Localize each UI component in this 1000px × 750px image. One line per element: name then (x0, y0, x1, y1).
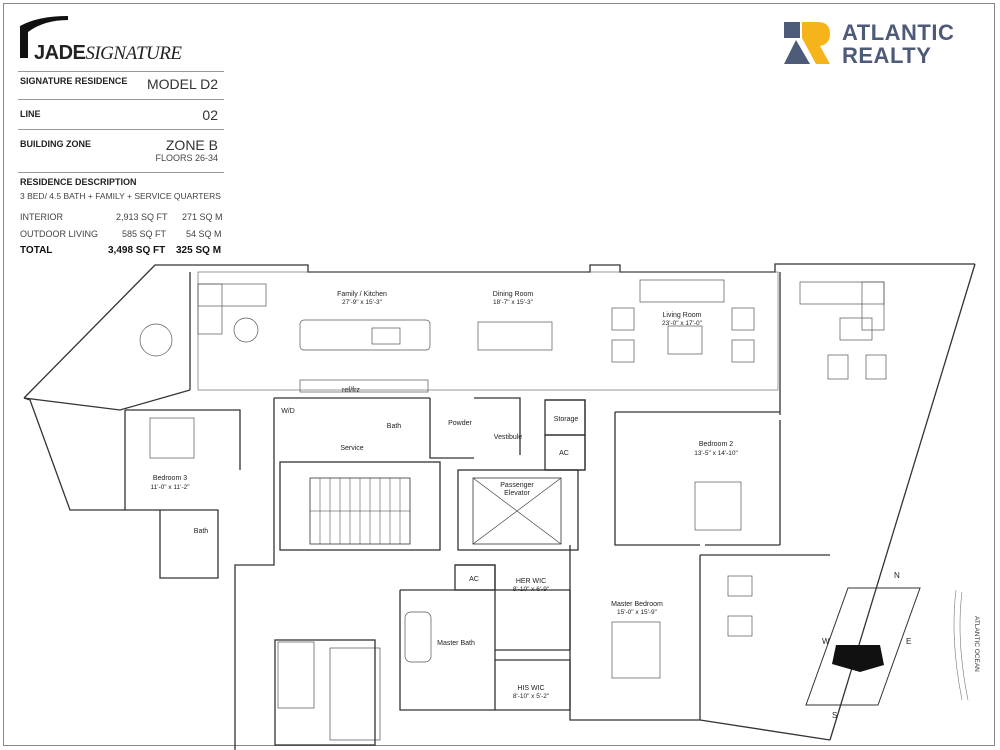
compass-south: S (832, 711, 837, 720)
storage-label: Storage (554, 416, 579, 423)
ac-label-2: AC (469, 576, 479, 583)
elevator-label-1: Passenger (500, 482, 534, 489)
master-bedroom-label: Master Bedroom (611, 601, 663, 608)
elevator-label-2: Elevator (504, 490, 530, 497)
compass-west: W (822, 637, 830, 646)
exterior-wall-top (23, 263, 975, 399)
bedroom2-label: Bedroom 2 (699, 441, 733, 448)
her-wic-label: HER WIC (516, 578, 546, 585)
ac-label: AC (559, 450, 569, 457)
dining-room-label: Dining Room (493, 291, 534, 298)
atlantic-ocean-label: ATLANTIC OCEAN (973, 616, 980, 672)
compass-north: N (894, 571, 900, 580)
service-label: Service (340, 445, 363, 452)
residence-value: MODEL D2 (146, 76, 218, 92)
powder-label: Powder (448, 420, 472, 427)
his-wic-dims: 8'-10" x 5'-2" (513, 693, 550, 700)
zone-row: BUILDING ZONE ZONE B FLOORS 26-34 (18, 129, 224, 175)
his-wic-label: HIS WIC (517, 685, 544, 692)
master-bedroom-dims: 15'-0" x 15'-9" (617, 609, 658, 616)
zone-label: BUILDING ZONE (20, 139, 91, 149)
jade-signature-logo: JADESIGNATURE (18, 14, 224, 66)
jade-brand-text: JADESIGNATURE (34, 42, 182, 64)
bath-label: Bath (387, 423, 402, 430)
ref-label: ref/frz (342, 387, 360, 394)
description-text: 3 BED/ 4.5 BATH + FAMILY + SERVICE QUART… (20, 191, 221, 201)
realty-name-line2: REALTY (842, 43, 932, 68)
compass-site-key: N S W E ATLANTIC OCEAN (805, 571, 980, 720)
jade-swoosh-icon (20, 16, 68, 58)
line-row: LINE 02 (18, 99, 224, 132)
compass-east: E (906, 637, 911, 646)
family-kitchen-label: Family / Kitchen (337, 291, 387, 298)
family-kitchen-dims: 27'-9" x 15'-3" (342, 299, 383, 306)
line-value: 02 (202, 107, 218, 123)
bedroom3-dims: 11'-0" x 11'-2" (150, 484, 190, 491)
living-room-label: Living Room (663, 312, 702, 319)
zone-value: ZONE B (165, 137, 218, 153)
wd-label: W/D (281, 408, 295, 415)
description-row: RESIDENCE DESCRIPTION 3 BED/ 4.5 BATH + … (18, 172, 224, 273)
atlantic-realty-logo: ATLANTIC REALTY (784, 18, 984, 68)
master-bath-label: Master Bath (437, 640, 475, 647)
residence-row: SIGNATURE RESIDENCE MODEL D2 (18, 71, 224, 104)
dining-room-dims: 18'-7" x 15'-3" (493, 299, 534, 306)
description-label: RESIDENCE DESCRIPTION (20, 177, 137, 187)
bedroom3-label: Bedroom 3 (153, 475, 187, 482)
residence-label: SIGNATURE RESIDENCE (20, 76, 128, 86)
living-room-dims: 23'-0" x 17'-0" (662, 320, 703, 327)
page-frame (3, 3, 995, 746)
line-label: LINE (20, 109, 41, 119)
ar-monogram-icon (784, 22, 830, 64)
bath3-label: Bath (194, 528, 209, 535)
bedroom2-dims: 13'-5" x 14'-10" (694, 450, 738, 457)
floors-value: FLOORS 26-34 (155, 153, 218, 163)
realty-name-line1: ATLANTIC (842, 20, 955, 45)
her-wic-dims: 8'-10" x 6'-9" (513, 586, 550, 593)
vestibule-label: Vestibule (494, 434, 523, 441)
